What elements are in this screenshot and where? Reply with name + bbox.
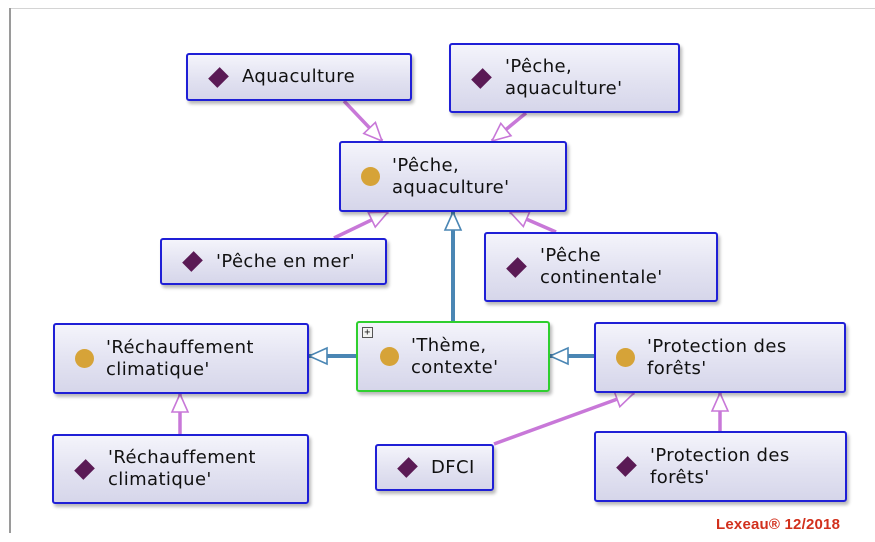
edge-n2-to-n3 <box>492 111 528 143</box>
individual-diamond-icon <box>506 256 527 278</box>
node-label: 'Pêche en mer' <box>216 250 356 272</box>
edge-n10-to-n8 <box>493 393 634 446</box>
individual-diamond-icon <box>471 67 492 89</box>
node-label: 'Protection des forêts' <box>650 444 790 488</box>
node-rechauffement-class[interactable]: 'Réchauffement climatique' <box>53 323 309 394</box>
node-protection-forets-individual[interactable]: 'Protection des forêts' <box>594 431 847 502</box>
node-dfci[interactable]: DFCI <box>375 444 494 491</box>
individual-diamond-icon <box>74 458 95 480</box>
edge-n5-to-n3 <box>510 210 557 234</box>
individual-diamond-icon <box>208 66 229 88</box>
class-circle-icon <box>75 349 94 368</box>
individual-diamond-icon <box>616 456 637 477</box>
node-label: 'Pêche, aquaculture' <box>505 56 623 99</box>
edge-n4-to-n3 <box>333 210 388 240</box>
node-rechauffement-individual[interactable]: 'Réchauffement climatique' <box>52 434 309 504</box>
node-peche-aquaculture-individual[interactable]: 'Pêche, aquaculture' <box>449 43 680 113</box>
node-label: 'Réchauffement climatique' <box>106 336 254 380</box>
node-label: 'Protection des forêts' <box>647 335 787 379</box>
node-label: 'Thème, contexte' <box>411 334 499 378</box>
node-label: DFCI <box>431 456 475 478</box>
node-label: 'Réchauffement climatique' <box>108 447 256 490</box>
node-label: 'Pêche continentale' <box>540 245 663 288</box>
class-circle-icon <box>361 167 380 186</box>
node-aquaculture[interactable]: Aquaculture <box>186 53 412 101</box>
class-circle-icon <box>380 347 399 366</box>
individual-diamond-icon <box>397 457 418 478</box>
node-label: 'Pêche, aquaculture' <box>392 154 510 198</box>
expand-plus-icon[interactable]: + <box>362 327 373 338</box>
individual-diamond-icon <box>182 251 203 272</box>
node-peche-aquaculture-class[interactable]: 'Pêche, aquaculture' <box>339 141 567 212</box>
credit-label: Lexeau® 12/2018 <box>716 516 841 533</box>
node-peche-en-mer[interactable]: 'Pêche en mer' <box>160 238 387 285</box>
left-border <box>9 8 11 533</box>
node-protection-forets-class[interactable]: 'Protection des forêts' <box>594 322 846 393</box>
edge-n1-to-n3 <box>342 99 382 141</box>
node-peche-continentale[interactable]: 'Pêche continentale' <box>484 232 718 302</box>
node-theme-contexte[interactable]: + 'Thème, contexte' <box>356 321 550 392</box>
node-label: Aquaculture <box>242 66 356 87</box>
top-border <box>9 8 875 9</box>
class-circle-icon <box>616 348 635 367</box>
